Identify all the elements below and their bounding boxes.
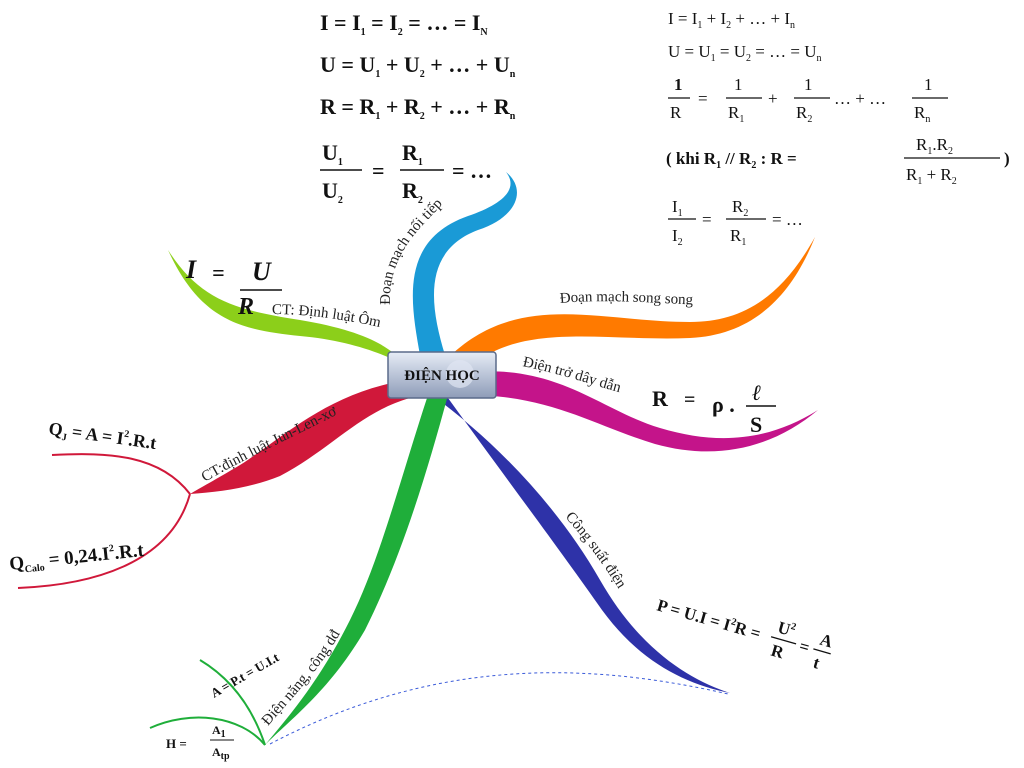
svg-text:S: S — [750, 412, 762, 437]
svg-text:R2: R2 — [796, 103, 812, 125]
svg-text:=: = — [698, 89, 708, 108]
svg-text:I: I — [185, 255, 197, 284]
svg-text:R2: R2 — [402, 178, 423, 206]
joule-heat-formula: QJ = A = I2.R.t — [47, 418, 158, 456]
svg-text:R: R — [670, 103, 682, 122]
joule-formulas: QJ = A = I2.R.t QCalo = 0,24.I2.R.t — [8, 418, 158, 577]
svg-text:R: R — [769, 641, 787, 663]
svg-text:A: A — [818, 630, 836, 652]
svg-text:U: U — [252, 257, 272, 286]
parallel-ratio-formula: I1 I2 = R2 R1 = … — [668, 197, 803, 248]
svg-text:P = U.I = I2R =: P = U.I = I2R = — [655, 596, 763, 644]
branch-ohm[interactable] — [168, 250, 405, 365]
branch-series-ribbon — [412, 172, 517, 355]
svg-text:… + …: … + … — [834, 89, 886, 108]
branch-power-ribbon — [432, 395, 730, 693]
branch-resistance-ribbon — [468, 371, 818, 452]
svg-text:H =: H = — [166, 736, 187, 751]
svg-text:U1: U1 — [322, 140, 343, 168]
svg-text:R: R — [652, 386, 669, 411]
svg-text:U2: U2 — [322, 178, 343, 206]
branch-resistance[interactable] — [468, 371, 818, 452]
joule-sub-branch-lower — [17, 493, 191, 589]
svg-text:R1: R1 — [728, 103, 744, 125]
branch-joule[interactable] — [17, 380, 410, 589]
central-topic[interactable]: ĐIỆN HỌC — [387, 351, 497, 399]
svg-text:1: 1 — [674, 75, 683, 94]
parallel-formulas: I = I1 + I2 + … + In U = U1 = U2 = … = U… — [666, 9, 1010, 248]
series-current-formula: I = I1 = I2 = … = IN — [320, 10, 488, 38]
svg-text:R: R — [237, 294, 254, 320]
energy-sub-branch-lower — [149, 716, 266, 746]
energy-power-link — [269, 672, 729, 745]
svg-text:t: t — [811, 653, 822, 673]
svg-text:R1.R2: R1.R2 — [916, 135, 953, 157]
svg-text:R1: R1 — [730, 226, 746, 248]
svg-text:=: = — [684, 389, 695, 411]
svg-text:=: = — [372, 158, 385, 183]
joule-calorie-formula: QCalo = 0,24.I2.R.t — [8, 540, 145, 577]
ohm-formula: I = U R — [185, 255, 282, 320]
branch-series[interactable] — [412, 172, 517, 355]
svg-text:1: 1 — [734, 75, 743, 94]
svg-text:R1: R1 — [402, 140, 423, 168]
central-topic-title: ĐIỆN HỌC — [404, 367, 479, 384]
joule-sub-branch-upper — [51, 453, 191, 495]
svg-text:): ) — [1004, 149, 1010, 168]
svg-text:=: = — [797, 636, 812, 657]
svg-text:( khi R1 // R2 : R =: ( khi R1 // R2 : R = — [666, 149, 797, 171]
series-voltage-formula: U = U1 + U2 + … + Un — [320, 52, 516, 80]
svg-text:U2: U2 — [775, 618, 797, 641]
svg-text:+: + — [768, 89, 778, 108]
svg-text:1: 1 — [804, 75, 813, 94]
svg-text:ℓ: ℓ — [752, 380, 761, 405]
branch-energy-ribbon — [265, 395, 448, 745]
branch-joule-ribbon — [190, 380, 410, 494]
branch-ohm-ribbon — [168, 250, 405, 365]
svg-text:R1 + R2: R1 + R2 — [906, 165, 957, 187]
parallel-voltage-formula: U = U1 = U2 = … = Un — [668, 42, 821, 64]
svg-text:=: = — [212, 260, 225, 285]
parallel-reciprocal-formula: 1 R = 1 R1 + 1 R2 … + … 1 Rn — [668, 75, 948, 125]
series-resistance-formula: R = R1 + R2 + … + Rn — [320, 94, 516, 122]
svg-text:R2: R2 — [732, 197, 748, 219]
svg-text:= …: = … — [772, 210, 803, 229]
energy-sub-branch-upper — [199, 659, 266, 746]
energy-efficiency-formula: H = A1 Atp — [166, 723, 234, 762]
svg-text:I1: I1 — [672, 197, 683, 219]
svg-text:ρ .: ρ . — [712, 392, 735, 417]
series-formulas: I = I1 = I2 = … = IN U = U1 + U2 + … + U… — [320, 10, 516, 206]
svg-text:= …: = … — [452, 158, 492, 183]
parallel-two-resistor-formula: ( khi R1 // R2 : R = R1.R2 R1 + R2 ) — [666, 135, 1010, 187]
series-ratio-formula: U1 U2 = R1 R2 = … — [320, 140, 492, 206]
resistance-formula: R = ρ . ℓ S — [652, 380, 776, 437]
branch-energy[interactable] — [149, 395, 448, 746]
svg-text:1: 1 — [924, 75, 933, 94]
branch-power[interactable] — [432, 395, 730, 693]
svg-text:A1: A1 — [212, 723, 226, 740]
svg-text:Atp: Atp — [212, 745, 230, 762]
branch-parallel-ribbon — [450, 237, 815, 378]
parallel-current-formula: I = I1 + I2 + … + In — [668, 9, 795, 31]
power-formula: P = U.I = I2R = U2 R = A t — [655, 596, 836, 673]
branch-label-parallel: Đoạn mạch song song — [559, 289, 694, 308]
central-topic-decoration — [446, 360, 474, 388]
svg-text:=: = — [702, 210, 712, 229]
svg-text:Rn: Rn — [914, 103, 930, 125]
svg-text:I2: I2 — [672, 226, 683, 248]
branch-parallel[interactable] — [450, 237, 815, 378]
